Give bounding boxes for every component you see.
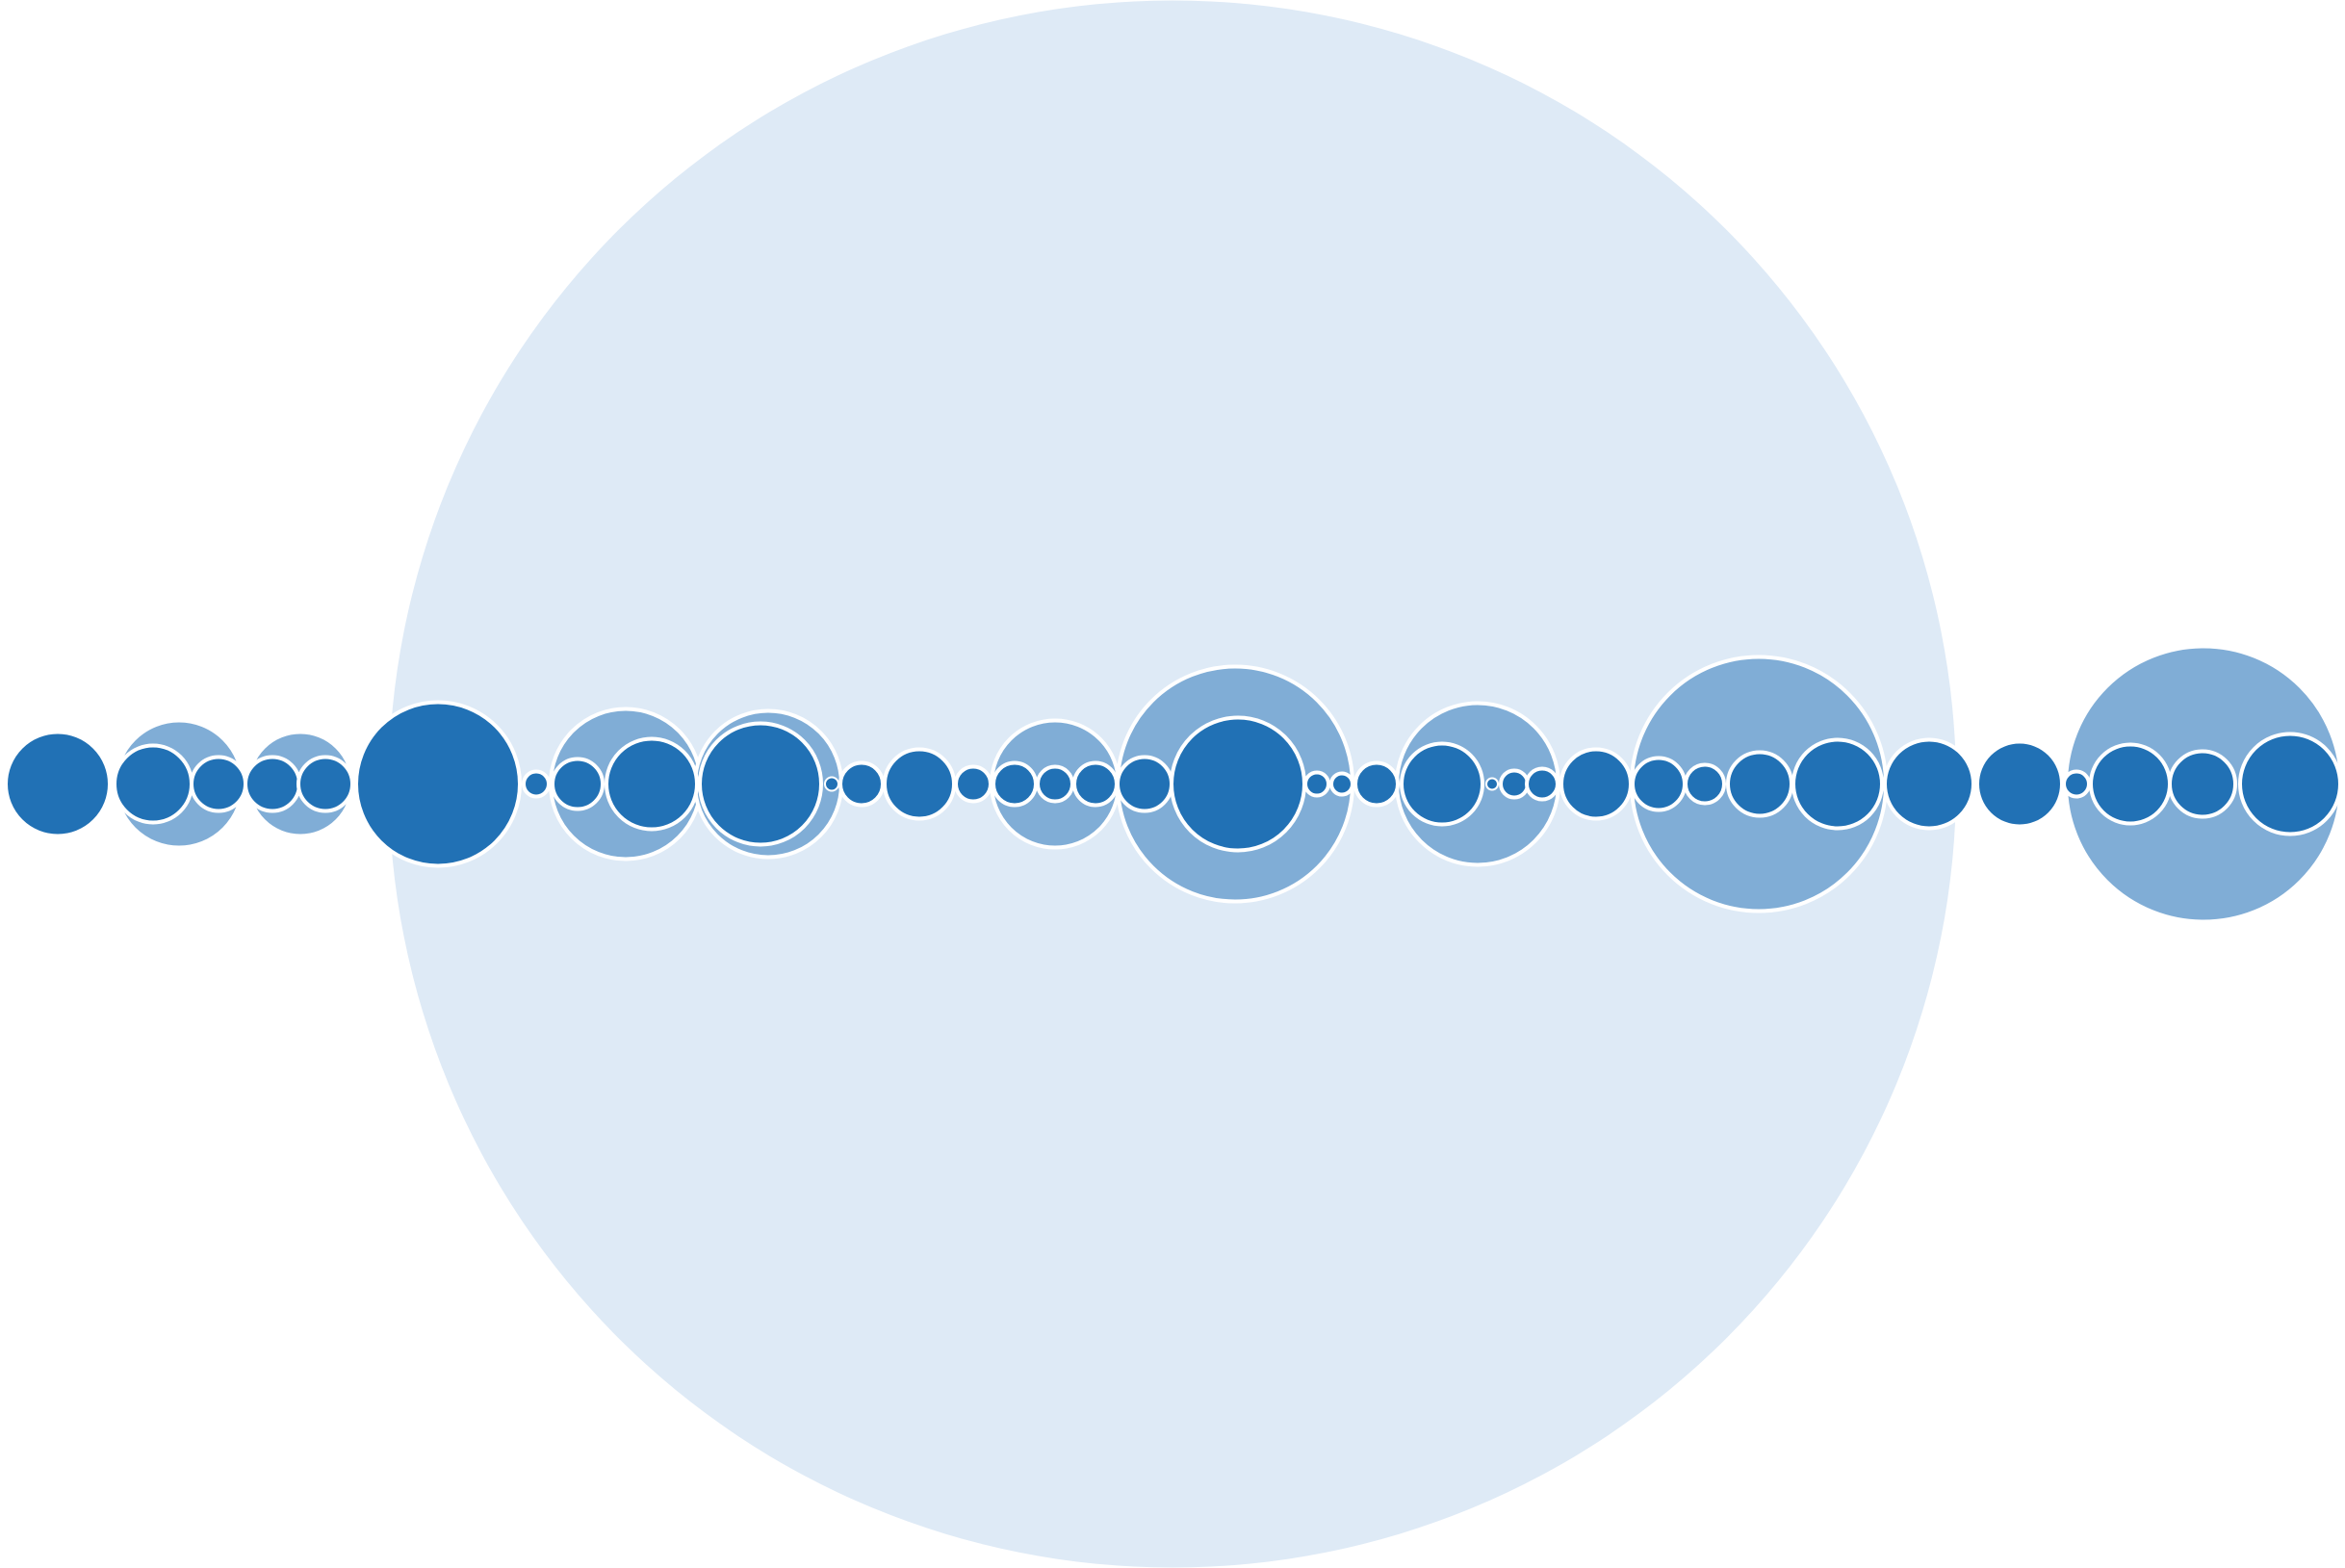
leaf-circle-6-2 [605,736,699,832]
leaf-circle-15-3 [1499,768,1530,800]
leaf-circle-17-4 [1791,737,1884,831]
leaf-circle-4-1 [354,700,522,868]
leaf-circle-18-1 [1883,737,1975,831]
leaf-circle-13-1 [1116,755,1173,813]
leaf-circle-17-1 [1631,756,1687,812]
leaf-circle-12-1 [992,760,1038,808]
leaf-circle-7-1 [698,721,823,847]
leaf-circles [4,700,2342,868]
leaf-circle-2-1 [113,743,193,825]
leaf-circle-20-3 [2168,749,2237,819]
leaf-circle-6-1 [551,757,605,811]
leaf-circle-8-1 [824,776,839,792]
leaf-circle-13-3 [1303,770,1330,798]
leaf-circle-17-3 [1726,750,1793,818]
leaf-circle-13-4 [1329,771,1354,797]
leaf-circle-16-1 [1559,747,1633,821]
leaf-circle-3-1 [244,755,301,813]
leaf-circle-9-1 [838,760,885,808]
leaf-circle-1-1 [4,730,112,838]
leaf-circle-12-2 [1036,764,1074,804]
leaf-circle-20-4 [2238,732,2342,836]
leaf-circle-14-1 [1353,760,1400,808]
leaf-circle-5-1 [522,769,551,799]
leaf-circle-2-2 [190,755,247,813]
leaf-circle-13-2 [1170,715,1306,853]
leaf-circle-3-2 [296,755,354,813]
leaf-circle-10-1 [883,747,956,821]
leaf-circle-17-2 [1684,762,1726,806]
leaf-circle-15-1 [1400,741,1484,827]
leaf-circle-19-1 [1975,739,2064,829]
leaf-circle-11-1 [954,764,992,804]
leaf-circle-15-2 [1485,777,1499,791]
leaf-circle-12-3 [1072,760,1119,808]
leaf-circle-20-2 [2089,742,2172,826]
leaf-circle-20-1 [2062,769,2091,799]
leaf-circle-15-4 [1525,766,1559,802]
